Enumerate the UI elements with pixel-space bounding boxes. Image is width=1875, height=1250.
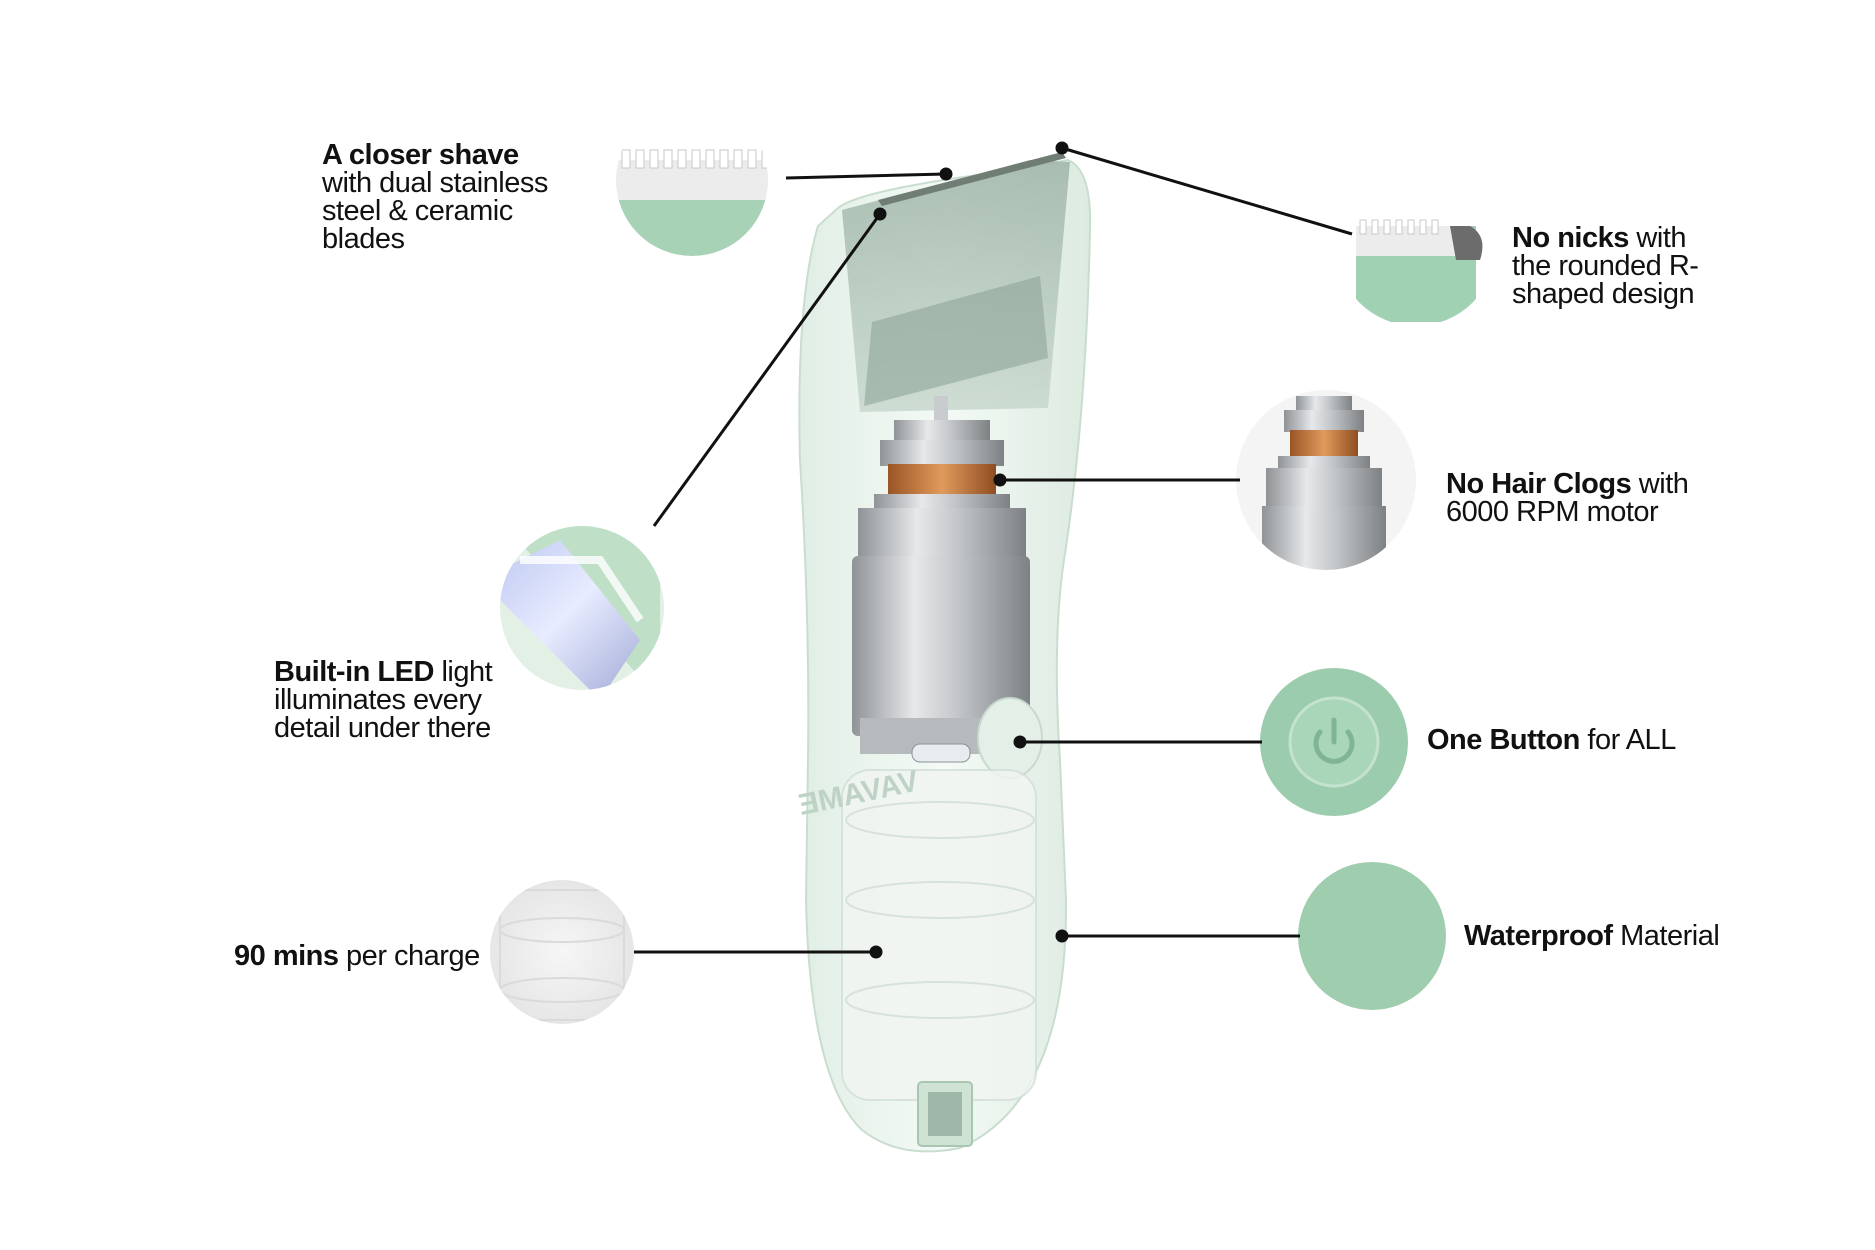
trimmer-body [798, 152, 1092, 1153]
feature-no-nicks-title: No nicks [1512, 222, 1629, 254]
feature-closer-shave-line-1: with dual stainless [322, 167, 548, 199]
callout-leader-lines [634, 141, 1353, 959]
feature-battery-life-title: 90 mins [234, 940, 339, 972]
feature-one-button-title: One Button [1427, 724, 1580, 756]
power-button-callout [1260, 668, 1408, 816]
feature-battery-life-suffix: per charge [338, 940, 480, 972]
feature-closer-shave-line-3: blades [322, 223, 405, 255]
feature-built-in-led-line-2: detail under there [274, 712, 491, 744]
feature-battery-life: 90 mins per charge [234, 940, 480, 972]
feature-closer-shave-title: A closer shave [322, 139, 519, 171]
feature-waterproof-title: Waterproof [1464, 920, 1613, 952]
feature-waterproof: Waterproof Material [1464, 920, 1720, 952]
feature-no-nicks-suffix: with [1628, 222, 1687, 254]
battery-detail-callout [490, 880, 634, 1024]
feature-no-hair-clogs: No Hair Clogs with 6000 RPM motor [1446, 468, 1689, 528]
feature-built-in-led-line-1: illuminates every [274, 684, 482, 716]
feature-no-hair-clogs-line-1: 6000 RPM motor [1446, 496, 1659, 528]
feature-no-nicks-line-2: shaped design [1512, 278, 1695, 310]
feature-closer-shave: A closer shave with dual stainless steel… [322, 139, 548, 255]
motor-detail-callout [1236, 390, 1416, 570]
rounded-blade-callout [1336, 166, 1496, 326]
feature-waterproof-suffix: Material [1612, 920, 1720, 952]
feature-built-in-led-suffix: light [433, 656, 493, 688]
feature-built-in-led: Built-in LED light illuminates every det… [274, 656, 493, 744]
feature-no-hair-clogs-suffix: with [1631, 468, 1689, 500]
power-icon [1313, 717, 1355, 764]
feature-closer-shave-line-2: steel & ceramic [322, 195, 513, 227]
feature-no-nicks: No nicks with the rounded R- shaped desi… [1512, 222, 1699, 310]
feature-no-hair-clogs-title: No Hair Clogs [1446, 468, 1632, 500]
feature-one-button-suffix: for ALL [1579, 724, 1676, 756]
feature-built-in-led-title: Built-in LED [274, 656, 434, 688]
feature-one-button: One Button for ALL [1427, 724, 1676, 756]
feature-no-nicks-line-1: the rounded R- [1512, 250, 1699, 282]
led-detail-callout [500, 526, 664, 690]
waterproof-material-swatch [1298, 862, 1446, 1010]
blade-detail-callout [616, 149, 768, 256]
